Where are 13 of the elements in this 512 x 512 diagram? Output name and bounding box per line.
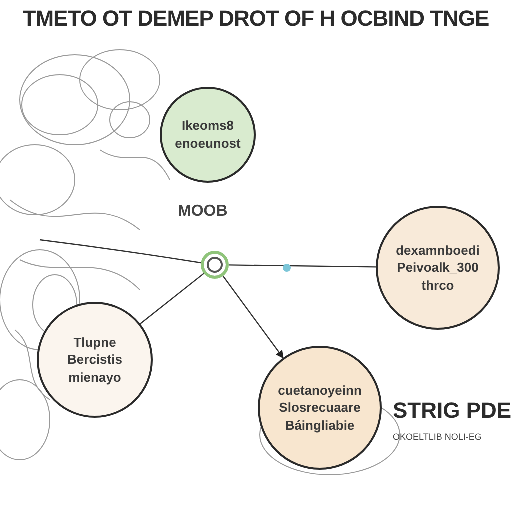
connector-line bbox=[229, 264, 376, 268]
connector-line bbox=[40, 239, 202, 264]
circle-text: Tlupne Bercistis mienayo bbox=[66, 334, 124, 386]
note-text: OKOELTLIB NOLI-EG bbox=[393, 432, 482, 442]
circle-text: Ikeoms8 enoeunost bbox=[174, 117, 242, 153]
title: TMETO OT DEMEP DROT OF H OCBIND TNGE bbox=[22, 6, 490, 32]
connector-line bbox=[140, 273, 204, 324]
connector-line bbox=[222, 276, 284, 359]
heading-text: STRIG PDE bbox=[393, 398, 512, 424]
hub-circle bbox=[201, 251, 229, 279]
hub-label: MOOB bbox=[178, 203, 228, 221]
circle-text: dexamnboedi Peivoalk_300 thrco bbox=[395, 242, 481, 294]
circle-text: cuetanoyeinn Slosrecuaare Báingliabie bbox=[277, 382, 363, 434]
